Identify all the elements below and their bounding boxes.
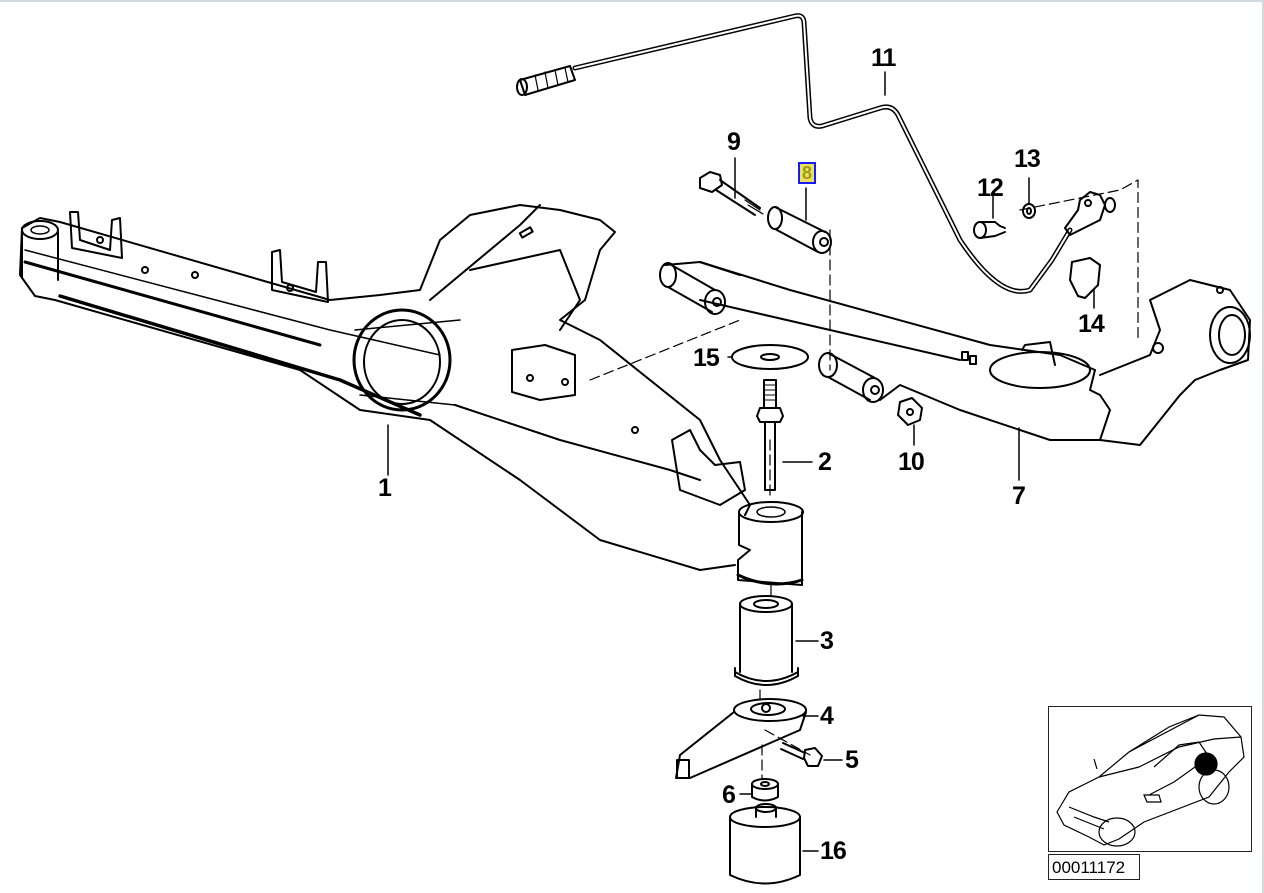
- leader-lines: [387, 71, 1095, 852]
- rubber-mount-part[interactable]: [729, 803, 801, 885]
- callout-10[interactable]: 10: [898, 448, 925, 476]
- callout-15[interactable]: 15: [693, 344, 720, 372]
- cable-clip-part[interactable]: [1069, 257, 1101, 299]
- car-locator-icon: [1056, 714, 1245, 847]
- car-locator-thumbnail: [1048, 706, 1252, 852]
- sensor-bolt-part[interactable]: [973, 221, 1006, 239]
- callout-12[interactable]: 12: [977, 174, 1004, 202]
- stud-bolt-part[interactable]: [756, 379, 784, 491]
- bolt-part[interactable]: [699, 171, 764, 216]
- hex-bolt-part[interactable]: [780, 742, 823, 767]
- bushing-housing: [736, 501, 804, 586]
- callout-2[interactable]: 2: [818, 448, 832, 476]
- nut-part[interactable]: [897, 397, 923, 426]
- sensor-washer-part[interactable]: [1022, 203, 1036, 219]
- callout-14[interactable]: 14: [1078, 310, 1105, 338]
- abs-sensor-part[interactable]: [1064, 191, 1116, 236]
- rubber-bushing-part[interactable]: [734, 595, 799, 686]
- callout-16[interactable]: 16: [820, 837, 847, 865]
- callout-8-highlighted[interactable]: 8: [798, 162, 817, 184]
- callout-3[interactable]: 3: [820, 627, 834, 655]
- rear-wheel-dot: [1194, 752, 1218, 776]
- callout-5[interactable]: 5: [845, 746, 859, 774]
- sensor-cable-part[interactable]: [516, 13, 1073, 294]
- support-bracket-part[interactable]: [675, 698, 807, 779]
- axle-carrier-part[interactable]: [19, 204, 751, 571]
- trailing-arm-part[interactable]: [659, 261, 1251, 446]
- large-washer-part[interactable]: [731, 344, 809, 370]
- callout-11[interactable]: 11: [871, 44, 896, 72]
- callout-7[interactable]: 7: [1012, 482, 1026, 510]
- callout-1[interactable]: 1: [378, 474, 392, 502]
- callout-4[interactable]: 4: [820, 702, 834, 730]
- guide-lines: [589, 179, 1139, 779]
- flange-nut-part[interactable]: [751, 778, 779, 802]
- callout-6[interactable]: 6: [722, 781, 736, 809]
- callout-9[interactable]: 9: [727, 128, 741, 156]
- bushing-part[interactable]: [767, 206, 832, 254]
- diagram-reference-number: 00011172: [1048, 854, 1140, 880]
- callout-13[interactable]: 13: [1014, 145, 1041, 173]
